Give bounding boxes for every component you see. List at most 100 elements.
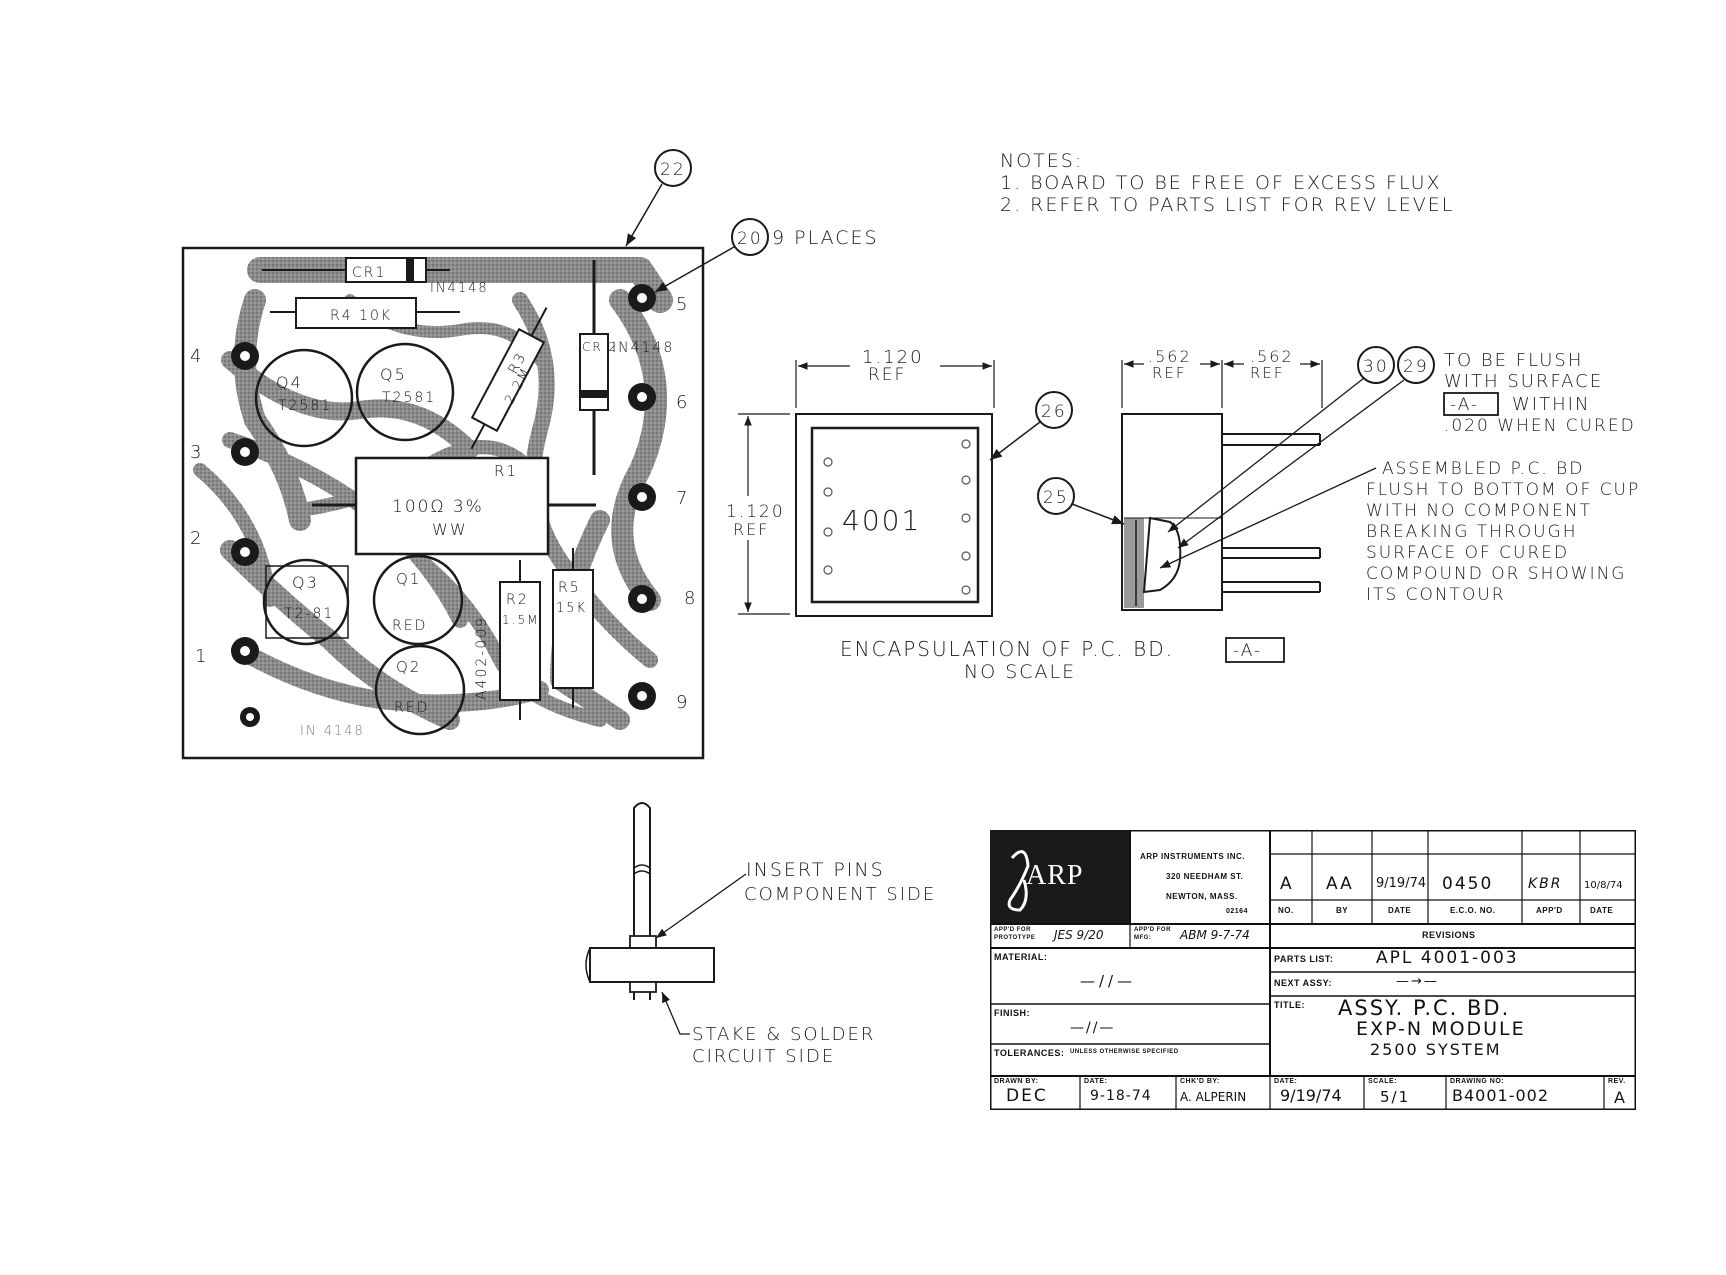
tolerances-note: UNLESS OTHERWISE SPECIFIED <box>1070 1049 1179 1055</box>
side-part-label: A402-009 <box>474 616 490 700</box>
revisions-label: REVISIONS <box>1422 930 1476 940</box>
q2-color: RED <box>394 700 429 716</box>
r1-label: R1 <box>494 462 518 480</box>
title-line-3: 2500 SYSTEM <box>1370 1040 1502 1059</box>
callout-26-circle <box>1035 391 1073 429</box>
callout-22-circle <box>654 149 692 187</box>
rev-eco-value: 0450 <box>1442 874 1494 894</box>
tolerances-label: TOLERANCES: <box>994 1048 1065 1058</box>
q1-label: Q1 <box>396 570 421 588</box>
rev-header-appd-date: DATE <box>1590 906 1614 915</box>
chkd-by-value: A. ALPERIN <box>1180 1090 1247 1104</box>
date1-value: 9-18-74 <box>1090 1088 1152 1104</box>
rev-value: A <box>1614 1088 1627 1107</box>
left-pads <box>231 342 260 727</box>
resistor-r1 <box>312 456 596 556</box>
rev-label: REV. <box>1608 1078 1626 1085</box>
appd-proto-label: APP'D FOR PROTOTYPE <box>994 927 1036 941</box>
flush-note-1: TO BE FLUSH <box>1444 350 1583 371</box>
encap-scale: NO SCALE <box>964 661 1076 683</box>
rev-header-appd: APP'D <box>1536 906 1563 915</box>
company-line-2: 320 NEEDHAM ST. <box>1166 872 1244 881</box>
pin-label-1: 1 <box>195 646 208 667</box>
rev-date-value: 9/19/74 <box>1376 876 1427 891</box>
pin-detail <box>585 802 715 1000</box>
appd-proto-value: JES 9/20 <box>1054 928 1104 942</box>
q3-part: T2-81 <box>284 606 334 622</box>
rev-header-eco: E.C.O. NO. <box>1450 906 1496 915</box>
diode-cr1 <box>262 257 450 283</box>
parts-list-value: APL 4001-003 <box>1376 948 1519 968</box>
flush-note-3: WITHIN <box>1512 394 1590 415</box>
q1-color: RED <box>392 618 427 634</box>
rev-appd-value: KBR <box>1528 876 1563 892</box>
callout-30: 30 <box>1363 357 1389 377</box>
flush-ref-box <box>1443 392 1499 416</box>
finish-value: —//— <box>1070 1020 1116 1036</box>
rev-by-value: AA <box>1326 874 1354 894</box>
pc-board: 4 3 2 1 5 6 7 8 9 CR1 IN4148 R4 10K CR 2… <box>181 246 705 760</box>
pin-label-3: 3 <box>190 442 203 463</box>
next-assy-label: NEXT ASSY: <box>1274 978 1333 988</box>
cr2-label: CR 2 <box>582 340 618 354</box>
dim-width: 1.120 <box>862 347 924 368</box>
encap-title-ref: -A- <box>1233 641 1262 661</box>
pin-label-6: 6 <box>676 392 689 413</box>
cup-top-view: 4001 <box>795 413 993 617</box>
title-line-1: ASSY. P.C. BD. <box>1338 996 1511 1020</box>
faint-marking: IN 4148 <box>300 724 365 739</box>
date2-value: 9/19/74 <box>1280 1086 1342 1105</box>
appd-mfg-value: ABM 9-7-74 <box>1180 928 1250 942</box>
finish-label: FINISH: <box>994 1008 1030 1018</box>
transistor-q1 <box>372 554 464 646</box>
cup-inner <box>810 426 980 604</box>
q5-part: T2581 <box>382 390 436 406</box>
date2-label: DATE: <box>1274 1078 1298 1085</box>
callout-25: 25 <box>1043 488 1069 508</box>
drawn-by-value: DEC <box>1006 1086 1048 1106</box>
arp-logo: ARP <box>1026 860 1084 891</box>
diode-cr2 <box>579 260 609 475</box>
callout-20: 20 <box>737 229 763 249</box>
date1-label: DATE: <box>1084 1078 1108 1085</box>
chkd-by-label: CHK'D BY: <box>1180 1078 1220 1085</box>
dim-width-ref: REF <box>868 365 906 385</box>
flush-ref: -A- <box>1450 395 1479 415</box>
resistor-r5 <box>552 548 594 708</box>
dim-depth-b: .562 <box>1250 347 1294 366</box>
note-2: 2. REFER TO PARTS LIST FOR REV LEVEL <box>1000 194 1454 216</box>
drawn-by-label: DRAWN BY: <box>994 1078 1039 1085</box>
callout-26: 26 <box>1041 402 1067 422</box>
flush-note-2: WITH SURFACE <box>1444 371 1603 392</box>
r2-label: R2 <box>506 592 529 608</box>
assembled-note-7: ITS CONTOUR <box>1366 585 1506 605</box>
transistor-q5 <box>355 342 455 442</box>
pin-label-8: 8 <box>684 588 697 609</box>
encap-title: ENCAPSULATION OF P.C. BD. <box>840 637 1174 661</box>
pcb-section <box>589 947 715 983</box>
dim-height: 1.120 <box>726 502 785 522</box>
stake-solder-2: CIRCUIT SIDE <box>692 1046 835 1067</box>
callout-20-text: 9 PLACES <box>772 227 879 249</box>
material-label: MATERIAL: <box>994 952 1048 962</box>
q2-label: Q2 <box>396 658 421 676</box>
company-line-1: ARP INSTRUMENTS INC. <box>1140 852 1245 861</box>
material-value: —//— <box>1080 972 1137 990</box>
r5-value: 15K <box>556 601 587 616</box>
cr2-part: IN4148 <box>612 340 674 356</box>
rev-header-by: BY <box>1336 906 1349 915</box>
q4-part: T2581 <box>278 398 332 414</box>
cup-outer <box>795 413 993 617</box>
encap-title-ref-box <box>1225 637 1285 663</box>
resistor-r3 <box>470 307 548 450</box>
pin-label-4: 4 <box>190 346 203 367</box>
transistor-q4 <box>254 348 354 448</box>
cr1-label: CR1 <box>352 265 386 281</box>
callout-29: 29 <box>1403 357 1429 377</box>
resistor-r2 <box>499 560 541 720</box>
pin-label-9: 9 <box>676 692 689 713</box>
q4-label: Q4 <box>276 373 303 392</box>
dim-depth-a: .562 <box>1148 347 1192 366</box>
dim-height-ref: REF <box>733 520 769 539</box>
